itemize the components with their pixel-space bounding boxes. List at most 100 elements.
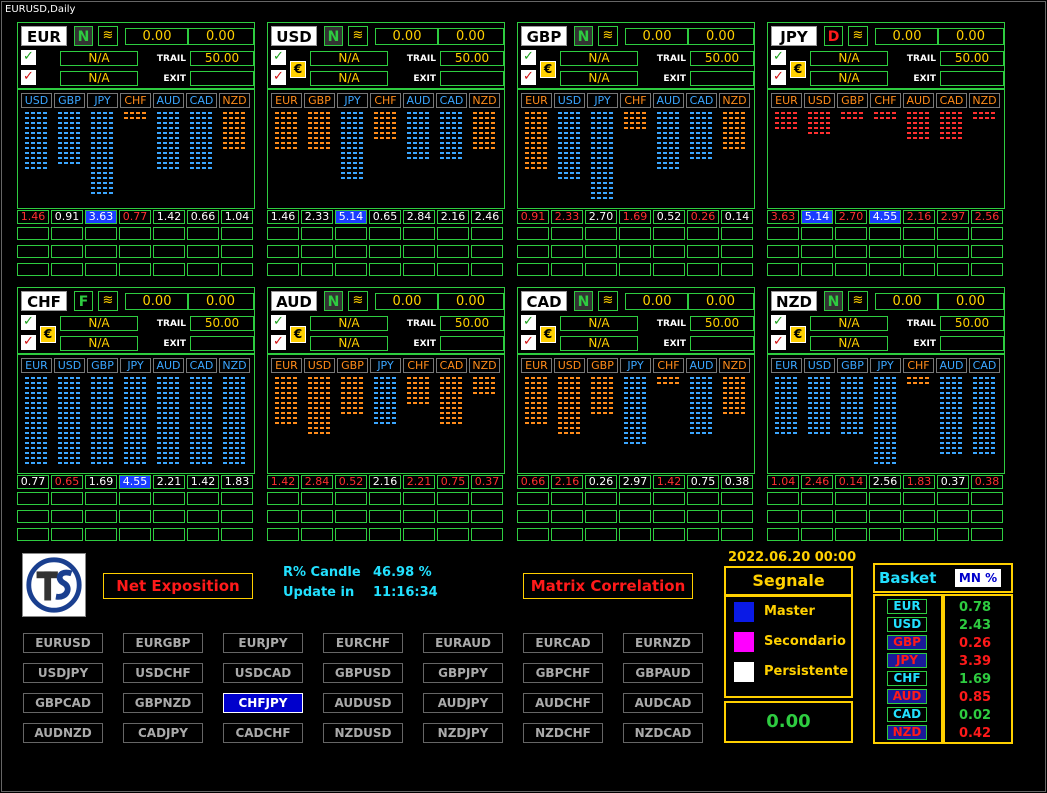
exit-field[interactable] <box>690 71 754 86</box>
mode-button[interactable]: N <box>574 26 593 46</box>
empty-cell[interactable] <box>937 510 969 523</box>
empty-cell[interactable] <box>437 528 469 541</box>
tab-eur[interactable]: EUR <box>271 358 302 373</box>
coins-icon[interactable]: ≋ <box>848 26 868 46</box>
empty-cell[interactable] <box>267 492 299 505</box>
tab-cad[interactable]: CAD <box>936 93 967 108</box>
empty-cell[interactable] <box>267 245 299 258</box>
empty-cell[interactable] <box>619 510 651 523</box>
symbol-button-eurnzd[interactable]: EURNZD <box>623 633 703 653</box>
empty-cell[interactable] <box>971 492 1003 505</box>
target-field[interactable]: N/A <box>310 316 388 331</box>
empty-cell[interactable] <box>869 227 901 240</box>
empty-cell[interactable] <box>221 227 253 240</box>
stop-field[interactable]: N/A <box>310 336 388 351</box>
exit-field[interactable] <box>440 71 504 86</box>
empty-cell[interactable] <box>17 528 49 541</box>
empty-cell[interactable] <box>51 245 83 258</box>
empty-cell[interactable] <box>153 263 185 276</box>
mode-button[interactable]: N <box>324 26 343 46</box>
empty-cell[interactable] <box>335 263 367 276</box>
mode-button[interactable]: N <box>574 291 593 311</box>
enable-checkbox[interactable]: ✓ <box>521 315 536 330</box>
empty-cell[interactable] <box>835 245 867 258</box>
empty-cell[interactable] <box>551 245 583 258</box>
empty-cell[interactable] <box>971 245 1003 258</box>
empty-cell[interactable] <box>835 492 867 505</box>
tab-jpy[interactable]: JPY <box>120 358 151 373</box>
empty-cell[interactable] <box>437 492 469 505</box>
empty-cell[interactable] <box>335 510 367 523</box>
empty-cell[interactable] <box>471 528 503 541</box>
tab-gbp[interactable]: GBP <box>587 358 618 373</box>
tab-cad[interactable]: CAD <box>969 358 1000 373</box>
tab-eur[interactable]: EUR <box>771 93 802 108</box>
empty-cell[interactable] <box>369 227 401 240</box>
empty-cell[interactable] <box>369 510 401 523</box>
empty-cell[interactable] <box>51 263 83 276</box>
symbol-button-gbpnzd[interactable]: GBPNZD <box>123 693 203 713</box>
empty-cell[interactable] <box>369 263 401 276</box>
symbol-button-eurgbp[interactable]: EURGBP <box>123 633 203 653</box>
exit-field[interactable] <box>190 336 254 351</box>
symbol-button-usdchf[interactable]: USDCHF <box>123 663 203 683</box>
empty-cell[interactable] <box>301 263 333 276</box>
symbol-button-audnzd[interactable]: AUDNZD <box>23 723 103 743</box>
symbol-button-cadchf[interactable]: CADCHF <box>223 723 303 743</box>
empty-cell[interactable] <box>301 245 333 258</box>
trail-field[interactable]: 50.00 <box>690 51 754 66</box>
coins-icon[interactable]: ≋ <box>98 291 118 311</box>
coins-icon[interactable]: ≋ <box>598 291 618 311</box>
tab-gbp[interactable]: GBP <box>837 358 868 373</box>
close-checkbox[interactable]: ✓ <box>771 70 786 85</box>
coins-icon[interactable]: ≋ <box>598 26 618 46</box>
empty-cell[interactable] <box>153 528 185 541</box>
empty-cell[interactable] <box>869 528 901 541</box>
empty-cell[interactable] <box>267 510 299 523</box>
empty-cell[interactable] <box>687 492 719 505</box>
tab-chf[interactable]: CHF <box>620 93 651 108</box>
tab-jpy[interactable]: JPY <box>620 358 651 373</box>
tab-chf[interactable]: CHF <box>120 93 151 108</box>
empty-cell[interactable] <box>619 528 651 541</box>
euro-icon[interactable]: € <box>40 326 56 343</box>
close-checkbox[interactable]: ✓ <box>521 70 536 85</box>
close-checkbox[interactable]: ✓ <box>21 335 36 350</box>
tab-aud[interactable]: AUD <box>403 93 434 108</box>
mode-button[interactable]: F <box>74 291 93 311</box>
exit-field[interactable] <box>690 336 754 351</box>
empty-cell[interactable] <box>51 528 83 541</box>
tab-usd[interactable]: USD <box>21 93 52 108</box>
empty-cell[interactable] <box>937 227 969 240</box>
empty-cell[interactable] <box>517 245 549 258</box>
tab-usd[interactable]: USD <box>554 93 585 108</box>
empty-cell[interactable] <box>267 263 299 276</box>
empty-cell[interactable] <box>971 263 1003 276</box>
stop-field[interactable]: N/A <box>560 336 638 351</box>
stop-field[interactable]: N/A <box>810 71 888 86</box>
empty-cell[interactable] <box>869 492 901 505</box>
empty-cell[interactable] <box>937 245 969 258</box>
empty-cell[interactable] <box>471 245 503 258</box>
empty-cell[interactable] <box>221 528 253 541</box>
empty-cell[interactable] <box>801 528 833 541</box>
empty-cell[interactable] <box>687 263 719 276</box>
tab-nzd[interactable]: NZD <box>719 358 750 373</box>
empty-cell[interactable] <box>767 227 799 240</box>
empty-cell[interactable] <box>471 510 503 523</box>
euro-icon[interactable]: € <box>290 61 306 78</box>
empty-cell[interactable] <box>801 510 833 523</box>
empty-cell[interactable] <box>971 528 1003 541</box>
empty-cell[interactable] <box>971 510 1003 523</box>
empty-cell[interactable] <box>471 492 503 505</box>
empty-cell[interactable] <box>869 263 901 276</box>
empty-cell[interactable] <box>653 528 685 541</box>
empty-cell[interactable] <box>51 227 83 240</box>
mode-button[interactable]: N <box>74 26 93 46</box>
symbol-button-audjpy[interactable]: AUDJPY <box>423 693 503 713</box>
symbol-button-chfjpy[interactable]: CHFJPY <box>223 693 303 713</box>
tab-aud[interactable]: AUD <box>153 358 184 373</box>
empty-cell[interactable] <box>369 528 401 541</box>
tab-eur[interactable]: EUR <box>21 358 52 373</box>
close-checkbox[interactable]: ✓ <box>771 335 786 350</box>
